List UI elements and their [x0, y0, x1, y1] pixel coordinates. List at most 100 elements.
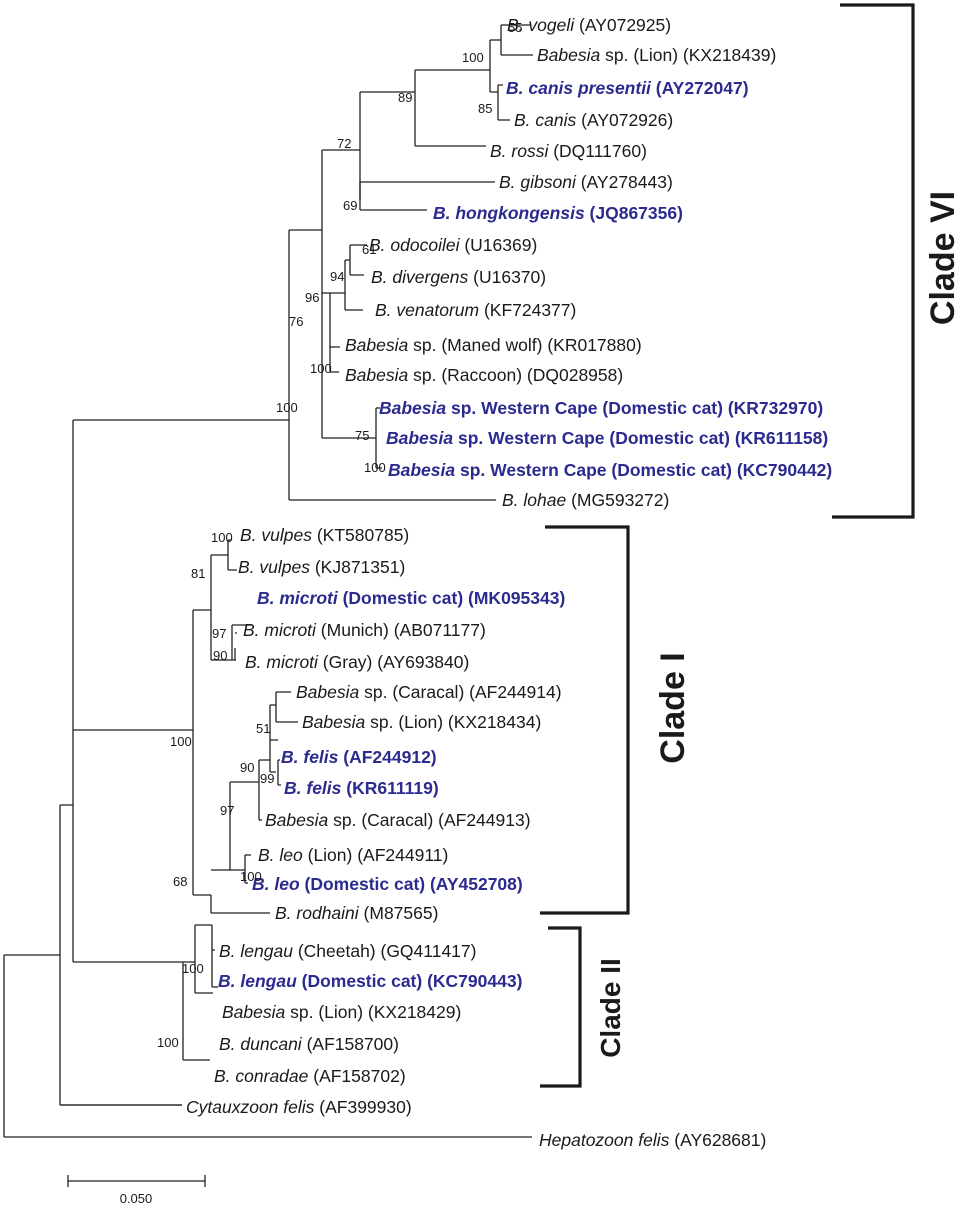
taxon-name: B. vulpes — [238, 557, 310, 577]
bootstrap-value: 100 — [364, 460, 386, 475]
taxon-name: B. lohae — [502, 490, 566, 510]
tip-label-t24: B. felis (AF244912) — [281, 747, 437, 767]
tip-label-t20: B. microti (Munich) (AB071177) — [243, 620, 486, 640]
taxon-accession: (KF724377) — [479, 300, 576, 320]
taxon-name: B. leo — [258, 845, 303, 865]
taxon-name: Cytauxzoon felis — [186, 1097, 315, 1117]
tip-labels: B. vogeli (AY072925) Babesia sp. (Lion) (… — [186, 15, 832, 1150]
bootstrap-value: 55 — [508, 20, 522, 35]
tip-label-t3: B. canis presentii (AY272047) — [506, 78, 749, 98]
bootstrap-value: 100 — [240, 869, 262, 884]
taxon-accession: (AF158700) — [302, 1034, 399, 1054]
scale-bar: 0.050 — [67, 1175, 206, 1206]
tip-label-t23: Babesia sp. (Lion) (KX218434) — [302, 712, 541, 732]
tip-label-t22: Babesia sp. (Caracal) (AF244914) — [296, 682, 562, 702]
tip-label-t35: Cytauxzoon felis (AF399930) — [186, 1097, 412, 1117]
taxon-name: Babesia — [345, 335, 409, 355]
tip-label-t27: B. leo (Lion) (AF244911) — [258, 845, 448, 865]
tip-label-t14: Babesia sp. Western Cape (Domestic cat) … — [386, 428, 828, 448]
bootstrap-value: 100 — [462, 50, 484, 65]
taxon-accession: (KT580785) — [312, 525, 409, 545]
taxon-name: B. hongkongensis — [433, 203, 585, 223]
bootstrap-value: 72 — [337, 136, 351, 151]
taxon-name: Babesia — [265, 810, 329, 830]
taxon-name: B. duncani — [219, 1034, 303, 1054]
tip-label-t11: Babesia sp. (Maned wolf) (KR017880) — [345, 335, 642, 355]
bootstrap-value: 100 — [170, 734, 192, 749]
taxon-accession: (AY628681) — [669, 1130, 766, 1150]
taxon-accession: (U16369) — [459, 235, 537, 255]
taxon-accession: (AY278443) — [576, 172, 673, 192]
clade-i-label: Clade I — [654, 652, 692, 763]
taxon-name: B. conradae — [214, 1066, 309, 1086]
bootstrap-value: 100 — [211, 530, 233, 545]
taxon-name: B. canis presentii — [506, 78, 652, 98]
taxon-accession: sp. Western Cape (Domestic cat) (KR73297… — [446, 398, 823, 418]
tip-label-t16: B. lohae (MG593272) — [502, 490, 669, 510]
taxon-name: B. leo — [252, 874, 300, 894]
taxon-accession: (Lion) (AF244911) — [303, 845, 449, 865]
bootstrap-value: 99 — [260, 771, 274, 786]
tip-label-t15: Babesia sp. Western Cape (Domestic cat) … — [388, 460, 832, 480]
taxon-accession: (Domestic cat) (AY452708) — [300, 874, 523, 894]
taxon-name: B. gibsoni — [499, 172, 577, 192]
tip-label-t7: B. hongkongensis (JQ867356) — [433, 203, 683, 223]
bootstrap-value: 68 — [173, 874, 187, 889]
taxon-name: B. canis — [514, 110, 576, 130]
bootstrap-value: 90 — [240, 760, 254, 775]
taxon-name: Babesia — [222, 1002, 286, 1022]
tip-label-t28: B. leo (Domestic cat) (AY452708) — [252, 874, 523, 894]
tip-label-t29: B. rodhaini (M87565) — [275, 903, 438, 923]
bootstrap-value: 96 — [305, 290, 319, 305]
tip-label-t17: B. vulpes (KT580785) — [240, 525, 409, 545]
taxon-name: B. divergens — [371, 267, 469, 287]
bootstrap-value: 97 — [220, 803, 234, 818]
taxon-name: Babesia — [388, 460, 455, 480]
tip-label-t30: B. lengau (Cheetah) (GQ411417) — [219, 941, 476, 961]
taxon-accession: sp. (Lion) (KX218434) — [365, 712, 541, 732]
tip-label-t1: B. vogeli (AY072925) — [507, 15, 671, 35]
tip-label-t31: B. lengau (Domestic cat) (KC790443) — [218, 971, 522, 991]
taxon-name: Babesia — [537, 45, 601, 65]
taxon-accession: (Domestic cat) (MK095343) — [338, 588, 566, 608]
bootstrap-value: 61 — [362, 242, 376, 257]
tip-label-t34: B. conradae (AF158702) — [214, 1066, 406, 1086]
clade-ii-bracket: Clade II — [540, 926, 626, 1088]
taxon-accession: (JQ867356) — [585, 203, 683, 223]
taxon-accession: (KR611119) — [341, 778, 438, 798]
tip-label-t26: Babesia sp. (Caracal) (AF244913) — [265, 810, 531, 830]
taxon-accession: (AY072925) — [574, 15, 671, 35]
taxon-accession: (AY072926) — [576, 110, 673, 130]
tip-label-t9: B. divergens (U16370) — [371, 267, 546, 287]
taxon-name: Babesia — [302, 712, 366, 732]
tip-label-t19: B. microti (Domestic cat) (MK095343) — [257, 588, 565, 608]
bootstrap-value: 51 — [256, 721, 270, 736]
bootstrap-value: 97 — [212, 626, 226, 641]
bootstrap-value: 76 — [289, 314, 303, 329]
taxon-accession: sp. Western Cape (Domestic cat) (KC79044… — [455, 460, 832, 480]
scale-bar-label: 0.050 — [120, 1191, 153, 1206]
clade-vi-label: Clade VI — [924, 191, 957, 325]
tip-label-t36: Hepatozoon felis (AY628681) — [539, 1130, 766, 1150]
tip-label-t4: B. canis (AY072926) — [514, 110, 673, 130]
taxon-accession: sp. (Caracal) (AF244913) — [328, 810, 530, 830]
taxon-accession: (M87565) — [359, 903, 439, 923]
taxon-name: Hepatozoon felis — [539, 1130, 670, 1150]
bootstrap-value: 89 — [398, 90, 412, 105]
tip-label-t13: Babesia sp. Western Cape (Domestic cat) … — [379, 398, 823, 418]
taxon-accession: (Gray) (AY693840) — [318, 652, 469, 672]
tip-label-t12: Babesia sp. (Raccoon) (DQ028958) — [345, 365, 623, 385]
tip-label-t5: B. rossi (DQ111760) — [490, 141, 647, 161]
taxon-accession: sp. (Caracal) (AF244914) — [359, 682, 561, 702]
taxon-name: Babesia — [386, 428, 453, 448]
bootstrap-value: 81 — [191, 566, 205, 581]
taxon-accession: (Cheetah) (GQ411417) — [293, 941, 477, 961]
bootstrap-value: 100 — [310, 361, 332, 376]
bootstrap-value: 100 — [182, 961, 204, 976]
taxon-accession: (AF399930) — [314, 1097, 411, 1117]
taxon-name: B. felis — [281, 747, 339, 767]
bootstrap-value: 85 — [478, 101, 492, 116]
taxon-accession: (Munich) (AB071177) — [316, 620, 486, 640]
taxon-accession: (DQ111760) — [548, 141, 647, 161]
taxon-accession: sp. (Lion) (KX218429) — [285, 1002, 461, 1022]
